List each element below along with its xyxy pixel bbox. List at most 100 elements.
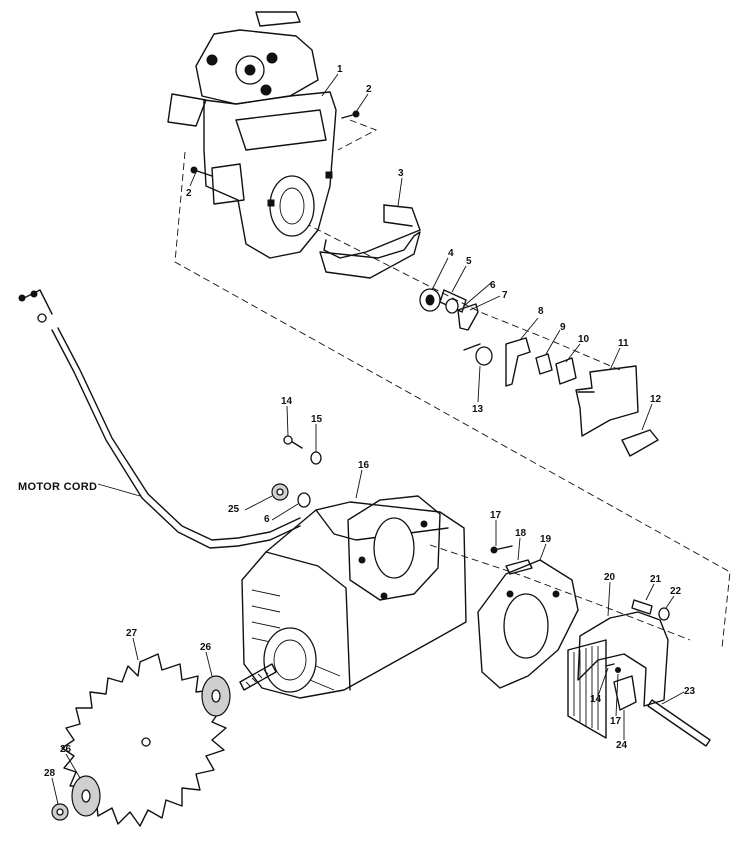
pin-14-lower	[605, 663, 615, 667]
yoke-detail-b	[325, 171, 333, 179]
guard-20-fan-ring	[567, 639, 607, 739]
yoke-window	[235, 109, 327, 151]
motor-hardware	[271, 435, 322, 508]
yoke-side-boss	[211, 163, 245, 205]
washer-15	[310, 451, 322, 465]
pin-17-lower	[615, 667, 621, 673]
screw-2-left-head	[190, 166, 198, 174]
callout-labels: 1 2 2 3 4 5 6 7 8 9 10 11 12 13 14 15 16…	[44, 64, 696, 779]
rod-23	[647, 699, 711, 747]
motor-end-bell-inner	[273, 639, 307, 681]
yoke-body	[203, 91, 337, 259]
arm-bracket	[319, 204, 421, 279]
cord-terminal-b	[30, 290, 38, 298]
cord-line-b	[57, 327, 301, 541]
yoke-top-plate	[195, 29, 319, 105]
bracket-24	[613, 675, 637, 711]
guide-lines	[174, 119, 731, 649]
cord-ring-terminal	[37, 313, 47, 323]
motor	[239, 495, 467, 699]
blade-27-arbor-hole	[141, 737, 151, 747]
bracket-upper-arm	[323, 204, 421, 259]
plate-19-opening	[503, 593, 549, 659]
callout-part-17-lower: 17	[610, 716, 622, 727]
callout-part-17-upper: 17	[490, 510, 502, 521]
shield-12	[621, 429, 659, 457]
plate-19-hole-a	[506, 590, 514, 598]
yoke-knob-left	[206, 54, 218, 66]
guide-dashed-motor	[429, 544, 691, 641]
yoke-handle-bracket	[167, 93, 207, 127]
callout-part-26-outer: 26	[60, 744, 72, 755]
yoke-housing	[167, 11, 337, 259]
yoke-bore-inner	[279, 187, 305, 225]
callout-part-7: 7	[502, 290, 508, 301]
callout-part-14-lower: 14	[590, 694, 602, 705]
yoke-knob-front	[260, 84, 272, 96]
callout-part-6-lower: 6	[264, 514, 270, 525]
callout-part-12: 12	[650, 394, 662, 405]
motor-vents-bottom	[309, 665, 341, 691]
callout-part-2-left: 2	[186, 188, 192, 199]
callout-part-14-upper: 14	[281, 396, 293, 407]
washer-6	[445, 298, 459, 314]
plate-19-hole-b	[552, 590, 560, 598]
guide-dashed-top	[337, 119, 378, 151]
plate-19	[477, 559, 579, 689]
callout-part-6-upper: 6	[490, 280, 496, 291]
guard-housing	[567, 611, 669, 739]
lock-assembly	[419, 288, 659, 457]
flange-bolt-c	[380, 592, 388, 600]
screw-17-upper-head	[490, 546, 498, 554]
callout-part-11: 11	[618, 338, 629, 349]
latch-8	[505, 337, 531, 387]
screw-2-upper-head	[352, 110, 360, 118]
guard-20-shell	[577, 611, 669, 707]
motor-cord	[18, 289, 301, 549]
cord-plug-wires	[19, 289, 53, 315]
bolt-14-head	[283, 435, 293, 445]
callout-part-3: 3	[398, 168, 404, 179]
callout-part-9: 9	[560, 322, 566, 333]
cord-terminal-a	[18, 294, 26, 302]
motor-mount-flange	[347, 495, 441, 601]
yoke-top-clamp	[255, 11, 301, 27]
guard-hardware	[605, 599, 711, 747]
leader-lines	[51, 73, 685, 805]
motor-vents-front	[251, 589, 281, 645]
callout-part-1: 1	[337, 64, 343, 75]
blade-collars	[51, 675, 231, 821]
flange-bolt-a	[358, 556, 366, 564]
flange-bolt-b	[420, 520, 428, 528]
yoke-knob-right	[266, 52, 278, 64]
yoke-pivot-bolt	[244, 64, 256, 76]
callout-part-2-upper: 2	[366, 84, 372, 95]
bracket-end	[383, 204, 413, 227]
yoke-bore	[269, 175, 315, 237]
callout-part-8: 8	[538, 306, 544, 317]
callout-part-10: 10	[578, 334, 590, 345]
clip-10	[555, 357, 577, 385]
callout-part-4: 4	[448, 248, 454, 259]
yoke-detail-a	[267, 199, 275, 207]
callout-part-13: 13	[472, 404, 484, 415]
callout-part-27: 27	[126, 628, 138, 639]
collar-26-inner-hole	[211, 689, 221, 703]
motor-cord-label: MOTOR CORD	[18, 481, 97, 493]
callout-part-25: 25	[228, 504, 240, 515]
clip-18	[505, 559, 533, 575]
nut-28-hole	[56, 808, 64, 816]
guard-20-fins	[573, 646, 599, 730]
guide-dashed-left	[174, 151, 731, 649]
callout-part-18: 18	[515, 528, 527, 539]
callout-part-23: 23	[684, 686, 696, 697]
callout-part-26-inner: 26	[200, 642, 212, 653]
bracket-lower-arm	[319, 231, 421, 279]
motor-arbor-thread	[245, 669, 269, 687]
callout-part-19: 19	[540, 534, 552, 545]
callout-part-21: 21	[650, 574, 662, 585]
callout-part-22: 22	[670, 586, 682, 597]
motor-edge	[265, 551, 351, 691]
